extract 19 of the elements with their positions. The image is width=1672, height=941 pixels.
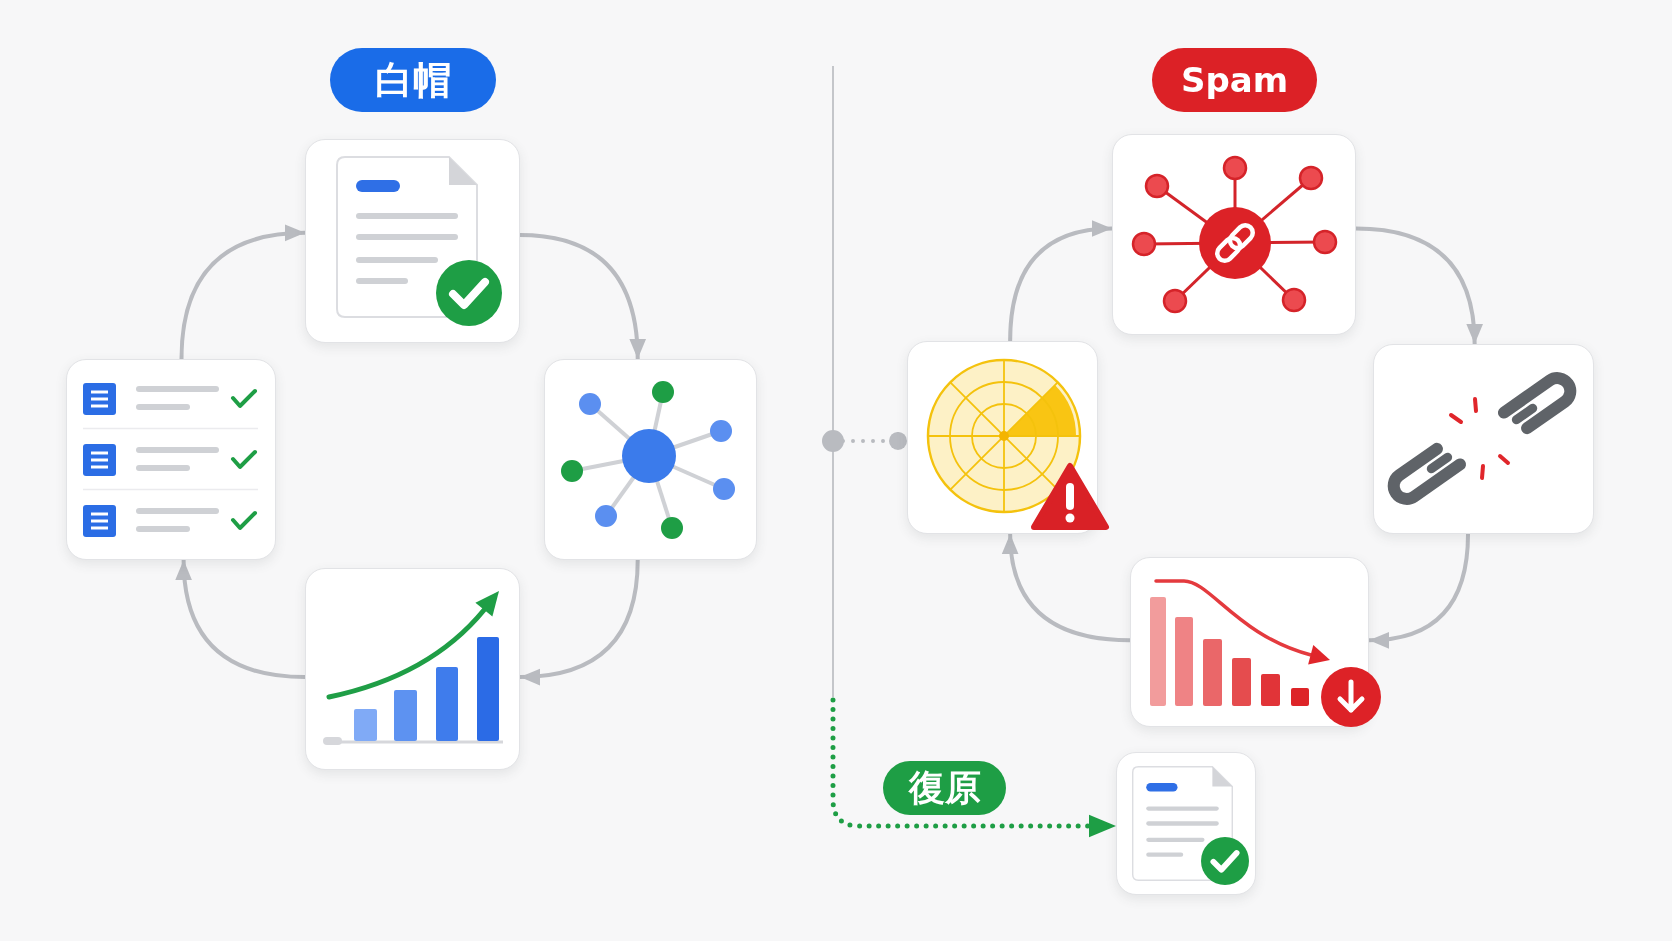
document-card (305, 139, 520, 343)
edge-label: 復原 (883, 761, 1006, 815)
curved-arrow (179, 225, 306, 360)
dotted-connector (822, 430, 909, 452)
broken-chain-card (1373, 344, 1594, 534)
curved-arrow (519, 232, 646, 360)
curved-arrow (1368, 533, 1471, 648)
network-card (544, 359, 757, 560)
link-network-card (1112, 134, 1356, 335)
chart-card (305, 568, 520, 770)
curved-arrow (176, 559, 306, 680)
heading-pill: 白帽 (330, 48, 496, 112)
document-card (1116, 752, 1256, 895)
curved-arrow (1002, 533, 1131, 643)
curved-arrow (1355, 226, 1483, 345)
heading-pill: Spam (1152, 48, 1317, 112)
curved-arrow (519, 559, 640, 685)
curved-arrow (1008, 221, 1113, 342)
checklist-card (66, 359, 276, 560)
